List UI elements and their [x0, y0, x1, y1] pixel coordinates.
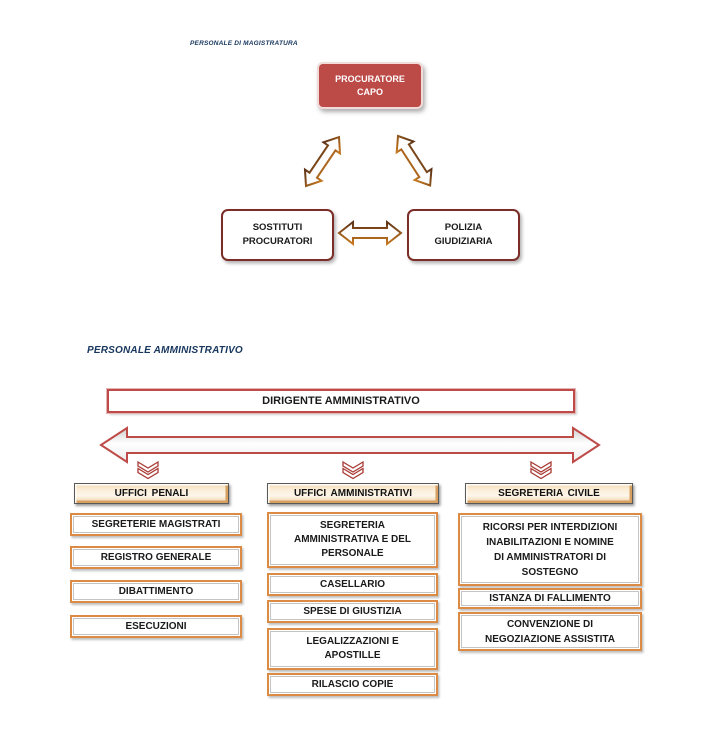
node-procuratore-capo: PROCURATORE CAPO: [317, 62, 423, 109]
double-chevron-down-icon: [530, 460, 552, 480]
node-dirigente-amministrativo: DIRIGENTE AMMINISTRATIVO: [107, 389, 575, 413]
item-istanza-di-fallimento: ISTANZA DI FALLIMENTO: [458, 588, 642, 609]
column-header-uffici-penali: UFFICI PENALI: [74, 483, 229, 504]
wide-double-arrow-icon: [99, 426, 601, 464]
item-segreteria-amministrativa: SEGRETERIA AMMINISTRATIVA E DEL PERSONAL…: [267, 512, 438, 568]
item-dibattimento: DIBATTIMENTO: [70, 580, 242, 603]
amministrativo-section-label: PERSONALE AMMINISTRATIVO: [87, 345, 243, 356]
column-header-segreteria-civile: SEGRETERIA CIVILE: [465, 483, 633, 504]
item-casellario: CASELLARIO: [267, 573, 438, 596]
item-rilascio-copie: RILASCIO COPIE: [267, 673, 438, 696]
item-spese-di-giustizia: SPESE DI GIUSTIZIA: [267, 600, 438, 623]
item-ricorsi-interdizioni: RICORSI PER INTERDIZIONI INABILITAZIONI …: [458, 513, 642, 586]
double-arrow-chief-sostituti-icon: [303, 134, 433, 188]
node-polizia-giudiziaria: POLIZIA GIUDIZIARIA: [407, 209, 520, 261]
item-esecuzioni: ESECUZIONI: [70, 615, 242, 638]
double-chevron-down-icon: [137, 460, 159, 480]
node-sostituti-procuratori: SOSTITUTI PROCURATORI: [221, 209, 334, 261]
item-legalizzazioni-apostille: LEGALIZZAZIONI E APOSTILLE: [267, 628, 438, 670]
column-header-uffici-amministrativi: UFFICI AMMINISTRATIVI: [267, 483, 439, 504]
item-registro-generale: REGISTRO GENERALE: [70, 546, 242, 569]
double-arrow-sostituti-polizia-icon: [337, 219, 403, 247]
double-chevron-down-icon: [342, 460, 364, 480]
item-segreterie-magistrati: SEGRETERIE MAGISTRATI: [70, 513, 242, 536]
magistratura-section-label: PERSONALE DI MAGISTRATURA: [190, 40, 298, 47]
item-convenzione-negoziazione: CONVENZIONE DI NEGOZIAZIONE ASSISTITA: [458, 612, 642, 651]
double-arrow-chief-polizia-icon: [395, 134, 433, 187]
